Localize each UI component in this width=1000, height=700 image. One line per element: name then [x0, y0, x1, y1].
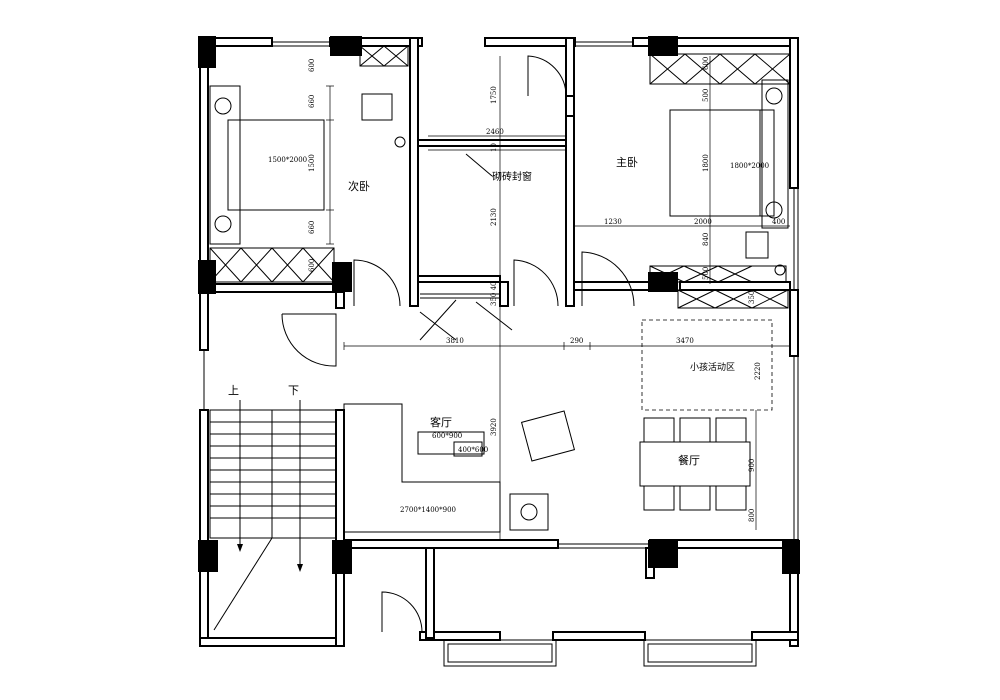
structural-columns — [198, 36, 800, 574]
label-stairs-up: 上 — [228, 384, 239, 397]
dim-0340: 350 40 — [490, 282, 498, 307]
outer-walls — [199, 37, 799, 647]
dim-1230: 1230 — [604, 218, 622, 226]
size-bed-second: 1500*2000 — [268, 156, 307, 164]
size-side-table: 400*600 — [458, 446, 488, 454]
dim-800: 800 — [748, 509, 756, 522]
dim-2130: 2130 — [490, 208, 498, 226]
label-master-bedroom: 主卧 — [616, 156, 638, 169]
dim-3920: 3920 — [490, 418, 498, 436]
label-brick-window: 砌砖封窗 — [492, 170, 532, 183]
dim-1800: 1800 — [702, 154, 710, 172]
living-dining — [343, 300, 790, 540]
dim-3810: 3810 — [446, 337, 464, 345]
dim-1750: 1750 — [490, 86, 498, 104]
label-dining-room: 餐厅 — [678, 453, 700, 467]
dim-600-a: 600 — [308, 59, 316, 72]
doors — [281, 55, 635, 633]
dim-840: 840 — [702, 233, 710, 246]
bathroom-area — [419, 56, 566, 341]
dim-400: 400 — [772, 218, 785, 226]
dim-2000: 2000 — [694, 218, 712, 226]
size-sofa: 2700*1400*900 — [400, 506, 456, 514]
dim-500-a: 500 — [702, 89, 710, 102]
dim-500-b: 500 — [702, 267, 710, 280]
dim-2460: 2460 — [486, 128, 504, 136]
dim-290: 290 — [570, 337, 583, 345]
dim-3470: 3470 — [676, 337, 694, 345]
balcony — [443, 639, 757, 667]
dim-2220: 2220 — [754, 362, 762, 380]
label-living-room: 客厅 — [430, 415, 452, 429]
dim-1500: 1500 — [308, 154, 316, 172]
dim-660-b: 660 — [308, 221, 316, 234]
dim-10: 10 — [490, 143, 498, 152]
label-stairs-down: 下 — [288, 384, 299, 397]
dim-900: 900 — [748, 459, 756, 472]
second-bedroom — [209, 45, 409, 283]
staircase — [209, 400, 337, 631]
dim-600-b: 600 — [308, 259, 316, 272]
label-second-bedroom: 次卧 — [348, 179, 370, 193]
dim-660-a: 660 — [308, 95, 316, 108]
size-living-table: 600*900 — [432, 432, 462, 440]
size-bed-master: 1800*2000 — [730, 162, 769, 170]
master-bedroom — [574, 53, 791, 309]
dim-350: 350 — [748, 291, 756, 304]
label-kids-area: 小孩活动区 — [690, 361, 735, 373]
dim-600-c: 600 — [702, 57, 710, 70]
